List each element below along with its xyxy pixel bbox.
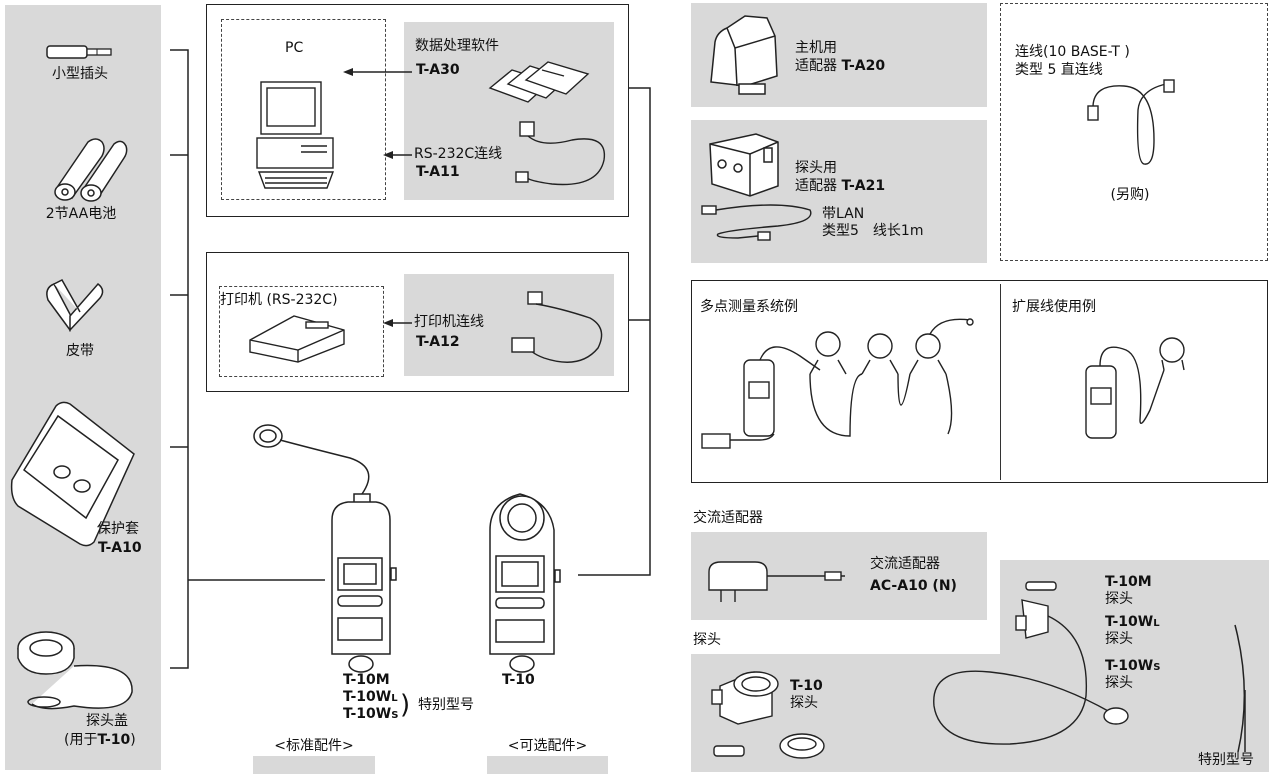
extension-example-label: 扩展线使用例 bbox=[1012, 299, 1096, 315]
printer-cable-panel bbox=[404, 274, 614, 376]
probe-adapter-icon bbox=[709, 133, 779, 197]
t10-probe-name-label: 探头 bbox=[790, 695, 818, 711]
pc-dashed-frame bbox=[221, 19, 386, 200]
examples-divider bbox=[1000, 284, 1001, 480]
software-panel bbox=[404, 22, 614, 200]
mini-plug-label: 小型插头 bbox=[52, 66, 108, 82]
t10wl-probe-name-label: 探头 bbox=[1105, 631, 1133, 647]
ac-section-label: 交流适配器 bbox=[693, 510, 763, 526]
sold-separately-label: (另购) bbox=[1110, 187, 1150, 203]
t10ws-probe-name-label: 探头 bbox=[1105, 675, 1133, 691]
printer-cable-model-label: T-A12 bbox=[416, 334, 460, 350]
protective-case-icon bbox=[10, 401, 135, 547]
tab-optional[interactable]: <可选配件> bbox=[507, 738, 588, 754]
multipoint-system-icon bbox=[701, 318, 974, 449]
extension-cable-example-icon bbox=[1085, 337, 1185, 439]
model-t10ws-label: T-10WS bbox=[343, 706, 399, 722]
printer-group-frame bbox=[206, 252, 629, 392]
printer-dashed-frame bbox=[219, 286, 384, 377]
lan-line1-label: 带LAN bbox=[822, 206, 865, 222]
probe-adapter-name-label: 探头用 bbox=[795, 160, 837, 176]
mini-plug-icon bbox=[46, 45, 112, 59]
tab-standard[interactable]: <标准配件> bbox=[274, 738, 354, 754]
pc-icon bbox=[256, 81, 335, 189]
rs232c-cable-model-label: T-A11 bbox=[416, 164, 460, 180]
t10-meter-icon bbox=[489, 493, 561, 673]
rs232c-cable-icon bbox=[515, 121, 606, 186]
lan-line2-label: 类型5 线长1m bbox=[822, 223, 924, 239]
ac-adapter-model-label: AC-A10 (N) bbox=[870, 578, 957, 594]
examples-frame bbox=[691, 280, 1268, 483]
cap-for-label: (用于T-10) bbox=[64, 732, 136, 748]
software-model-label: T-A30 bbox=[416, 62, 460, 78]
meters-special-bracket: ) bbox=[400, 690, 411, 720]
connection-cable-line1-label: 连线(10 BASE-T ) bbox=[1015, 44, 1130, 60]
cap-name-label: 探头盖 bbox=[86, 713, 128, 729]
printer-cable-name-label: 打印机连线 bbox=[414, 314, 484, 330]
ac-adapter-name-label: 交流适配器 bbox=[870, 556, 940, 572]
battery-icon bbox=[54, 138, 128, 202]
t10m-probe-model-label: T-10M bbox=[1105, 574, 1152, 590]
t10m-probe-name-label: 探头 bbox=[1105, 591, 1133, 607]
strap-icon bbox=[46, 279, 104, 332]
tab-optional-bar bbox=[487, 756, 608, 774]
printer-icon bbox=[249, 315, 345, 363]
model-t10-label: T-10 bbox=[502, 672, 535, 688]
t10wl-probe-model-label: T-10WL bbox=[1105, 614, 1160, 630]
connection-cable-line2-label: 类型 5 直连线 bbox=[1015, 62, 1103, 78]
software-disk-icon bbox=[488, 61, 590, 103]
t10-probe-model-label: T-10 bbox=[790, 678, 823, 694]
model-t10m-label: T-10M bbox=[343, 672, 390, 688]
printer-cable-icon bbox=[511, 291, 603, 363]
main-adapter-name-label: 主机用 bbox=[795, 40, 837, 56]
probe-section-label: 探头 bbox=[693, 632, 721, 648]
multipoint-example-label: 多点测量系统例 bbox=[700, 299, 798, 315]
printer-label: 打印机 (RS-232C) bbox=[220, 292, 338, 308]
software-name-label: 数据处理软件 bbox=[415, 38, 499, 54]
meters-special-label: 特别型号 bbox=[418, 697, 474, 713]
connection-cable-icon bbox=[1087, 79, 1175, 165]
ac-adapter-icon bbox=[708, 561, 845, 602]
main-adapter-icon bbox=[710, 15, 778, 95]
lan-cable-icon bbox=[701, 204, 812, 241]
case-name-label: 保护套 bbox=[97, 521, 139, 537]
pc-label: PC bbox=[285, 40, 304, 56]
case-model-label: T-A10 bbox=[98, 540, 142, 556]
strap-label: 皮带 bbox=[66, 343, 94, 359]
t10m-probe-cable-icon bbox=[933, 581, 1129, 745]
t10m-meter-icon bbox=[253, 424, 397, 673]
connection-cable-frame bbox=[1000, 3, 1268, 261]
probe-special-label: 特别型号 bbox=[1198, 752, 1254, 768]
rs232c-cable-name-label: RS-232C连线 bbox=[414, 146, 503, 162]
probe-adapter-model-label: 适配器 T-A21 bbox=[795, 178, 886, 194]
t10-probe-icon bbox=[711, 671, 825, 759]
main-adapter-model-label: 适配器 T-A20 bbox=[795, 58, 886, 74]
model-t10wl-label: T-10WL bbox=[343, 689, 398, 705]
battery-label: 2节AA电池 bbox=[45, 206, 117, 222]
pc-group-frame bbox=[206, 4, 629, 217]
t10ws-probe-model-label: T-10WS bbox=[1105, 658, 1161, 674]
probe-cap-icon bbox=[17, 631, 133, 710]
tab-standard-bar bbox=[253, 756, 375, 774]
